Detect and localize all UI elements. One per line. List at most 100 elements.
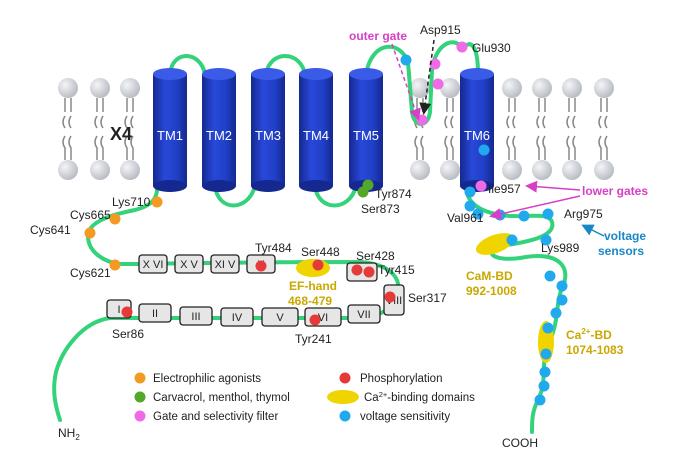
residue-dot-voltage — [478, 144, 490, 156]
lipid-tail-lower — [414, 135, 424, 160]
lipid-tail-lower — [62, 135, 72, 160]
lipid-tail-lower — [444, 135, 454, 160]
lipid-tail-lower — [536, 135, 546, 160]
residue-dot-voltage — [556, 294, 568, 306]
lipid-molecule — [440, 78, 460, 180]
legend-swatch-carvacrol — [134, 391, 146, 403]
membrane-multiplier: X4 — [110, 124, 132, 144]
residue-dot-gate — [416, 114, 428, 126]
residue-dot-voltage — [538, 380, 550, 392]
legend-label-carvacrol: Carvacrol, menthol, thymol — [153, 392, 290, 404]
label-cys641: Cys641 — [30, 223, 71, 237]
label-val961: Val961 — [447, 211, 484, 225]
lipid-head-lower — [532, 160, 552, 180]
lower-gate-arrow-1 — [525, 180, 581, 193]
legend-label-gate: Gate and selectivity filter — [153, 411, 278, 423]
label-ser448: Ser448 — [301, 245, 340, 259]
lipid-head-upper — [440, 78, 460, 98]
lipid-molecule — [90, 78, 110, 180]
outer-gate-label: outer gate — [349, 29, 407, 43]
residue-markers — [84, 41, 568, 406]
ankyrin-box-frame — [347, 304, 381, 324]
ankyrin-box: IV — [220, 307, 254, 327]
legend-label-ca-binding: Ca2+-binding domains — [364, 390, 475, 404]
legend: Electrophilic agonists Carvacrol, mentho… — [134, 372, 475, 423]
asp915-arrow — [419, 39, 435, 115]
ankyrin-box-frame — [179, 306, 213, 326]
ankyrin-box: X V — [174, 254, 204, 274]
label-ser317: Ser317 — [408, 291, 447, 305]
residue-dot-voltage — [556, 280, 568, 292]
residue-dot-phosphorylation — [363, 266, 375, 278]
lipid-molecule — [410, 78, 430, 180]
ankyrin-box-label: III — [191, 311, 200, 323]
ankyrin-box-label: VI — [318, 312, 328, 324]
lipid-head-lower — [410, 160, 430, 180]
label-lys989: Lys989 — [541, 241, 580, 255]
intracellular-loop-2 — [313, 184, 358, 208]
lipid-tail-upper — [566, 98, 576, 129]
voltage-sensors-line2: sensors — [598, 244, 644, 258]
ankyrin-box-label: X V — [180, 259, 198, 271]
ca-bd-label: Ca2+-BD — [566, 327, 612, 342]
residue-dot-gate — [456, 41, 468, 53]
lipid-tail-upper — [62, 98, 72, 129]
residue-dot-phosphorylation — [384, 291, 396, 303]
lipid-tail-upper — [124, 98, 134, 129]
lipid-tail-lower — [566, 135, 576, 160]
ef-hand-domain — [296, 259, 330, 277]
n-terminus-label: NH2 — [58, 426, 80, 442]
residue-dot-voltage — [539, 366, 551, 378]
lipid-head-lower — [120, 160, 140, 180]
residue-dot-carvacrol — [362, 179, 374, 191]
helix-body — [153, 74, 187, 186]
legend-swatch-ca-binding — [327, 390, 359, 404]
residue-dot-voltage — [506, 234, 518, 246]
helix-label: TM1 — [157, 128, 183, 143]
lipid-molecule — [594, 78, 614, 180]
label-glu930: Glu930 — [472, 41, 511, 55]
lipid-head-lower — [562, 160, 582, 180]
label-ser86: Ser86 — [112, 327, 144, 341]
legend-swatch-voltage — [339, 410, 351, 422]
helix-top-cap — [202, 68, 236, 80]
legend-label-voltage: voltage sensitivity — [360, 411, 450, 423]
lipid-molecule — [532, 78, 552, 180]
cam-bd-range: 992-1008 — [466, 284, 517, 298]
voltage-sensor-arrow — [581, 224, 605, 237]
helix-tm6: TM6 — [460, 68, 494, 192]
voltage-sensors-line1: voltage — [604, 229, 646, 243]
cam-bd-label: CaM-BD — [466, 269, 513, 283]
label-cys621: Cys621 — [70, 266, 111, 280]
ankyrin-box-label: V — [276, 312, 284, 324]
lipid-head-lower — [440, 160, 460, 180]
ankyrin-box-label: VII — [357, 309, 370, 321]
c-terminus-label: COOH — [502, 436, 538, 450]
residue-dot-voltage — [542, 208, 554, 220]
lipid-head-upper — [90, 78, 110, 98]
label-tyr241: Tyr241 — [295, 332, 332, 346]
n-terminal-tail — [52, 184, 401, 422]
label-asp915: Asp915 — [420, 23, 461, 37]
label-arg975: Arg975 — [564, 207, 603, 221]
ankyrin-box-label: IV — [232, 312, 243, 324]
label-ser428: Ser428 — [356, 249, 395, 263]
lipid-head-lower — [594, 160, 614, 180]
lipid-tail-lower — [598, 135, 608, 160]
residue-dot-voltage — [534, 394, 546, 406]
lipid-head-lower — [58, 160, 78, 180]
lipid-molecule — [502, 78, 522, 180]
residue-dot-electrophilic — [109, 213, 121, 225]
residue-dot-voltage — [540, 348, 552, 360]
lipid-head-upper — [562, 78, 582, 98]
ankyrin-box-frame — [261, 307, 299, 327]
ca-bd-range: 1074-1083 — [566, 343, 624, 357]
label-cys665: Cys665 — [70, 208, 111, 222]
helix-tm4: TM4 — [299, 68, 333, 192]
helix-bottom-cap — [299, 180, 333, 192]
helix-top-cap — [299, 68, 333, 80]
ef-hand-label: EF-hand — [289, 279, 337, 293]
lipid-molecule — [58, 78, 78, 180]
